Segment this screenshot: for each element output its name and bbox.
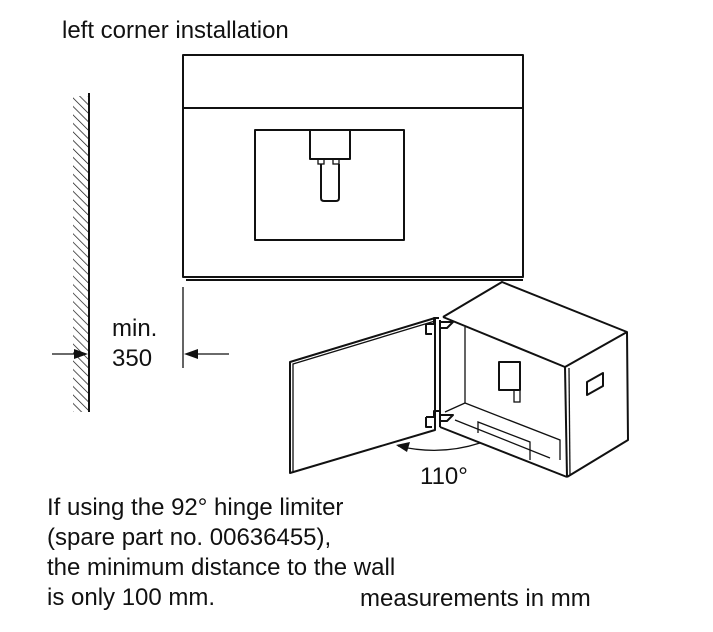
note-line: (spare part no. 00636455),	[47, 524, 331, 551]
hinge-limiter-note: If using the 92° hinge limiter (spare pa…	[47, 494, 395, 611]
wall	[73, 93, 90, 412]
note-line: is only 100 mm.	[47, 584, 215, 611]
dimension-marker	[52, 287, 229, 368]
note-line: the minimum distance to the wall	[47, 554, 395, 581]
appliance-front-view	[182, 54, 524, 281]
diagram-title: left corner installation	[62, 17, 289, 44]
appliance-open-door-view	[289, 281, 629, 478]
dimension-label-value: 350	[112, 345, 152, 372]
units-label: measurements in mm	[360, 585, 591, 612]
note-line: If using the 92° hinge limiter	[47, 494, 343, 521]
dimension-label-min: min.	[112, 315, 157, 342]
opening-angle-label: 110°	[420, 463, 468, 490]
